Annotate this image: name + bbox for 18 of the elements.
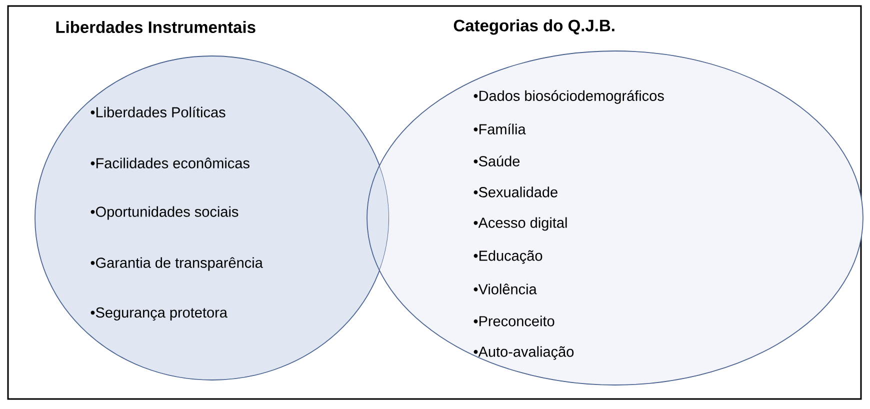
list-item: •Facilidades econômicas: [90, 158, 250, 168]
venn-circle: [366, 50, 864, 386]
list-item: •Segurança protetora: [90, 307, 228, 321]
list-item: •Garantia de transparência: [90, 257, 263, 271]
list-item: •Auto-avaliação: [474, 346, 574, 360]
list-item: •Oportunidades sociais: [90, 206, 238, 220]
list-item: •Violência: [474, 284, 537, 294]
list-item: •Sexualidade: [474, 186, 558, 198]
venn-circle: [34, 56, 390, 380]
list-item: •Dados biosóciodemográficos: [474, 90, 664, 104]
list-item: •Preconceito: [474, 316, 554, 326]
circle-heading: Categorias do Q.J.B.: [454, 19, 614, 35]
list-item: •Acesso digital: [474, 217, 567, 231]
circle-heading: Liberdades Instrumentais: [56, 20, 256, 34]
list-item: •Educação: [474, 250, 542, 264]
list-item: •Saúde: [474, 156, 520, 166]
list-item: •Família: [474, 124, 526, 134]
list-item: •Liberdades Políticas: [90, 106, 226, 118]
